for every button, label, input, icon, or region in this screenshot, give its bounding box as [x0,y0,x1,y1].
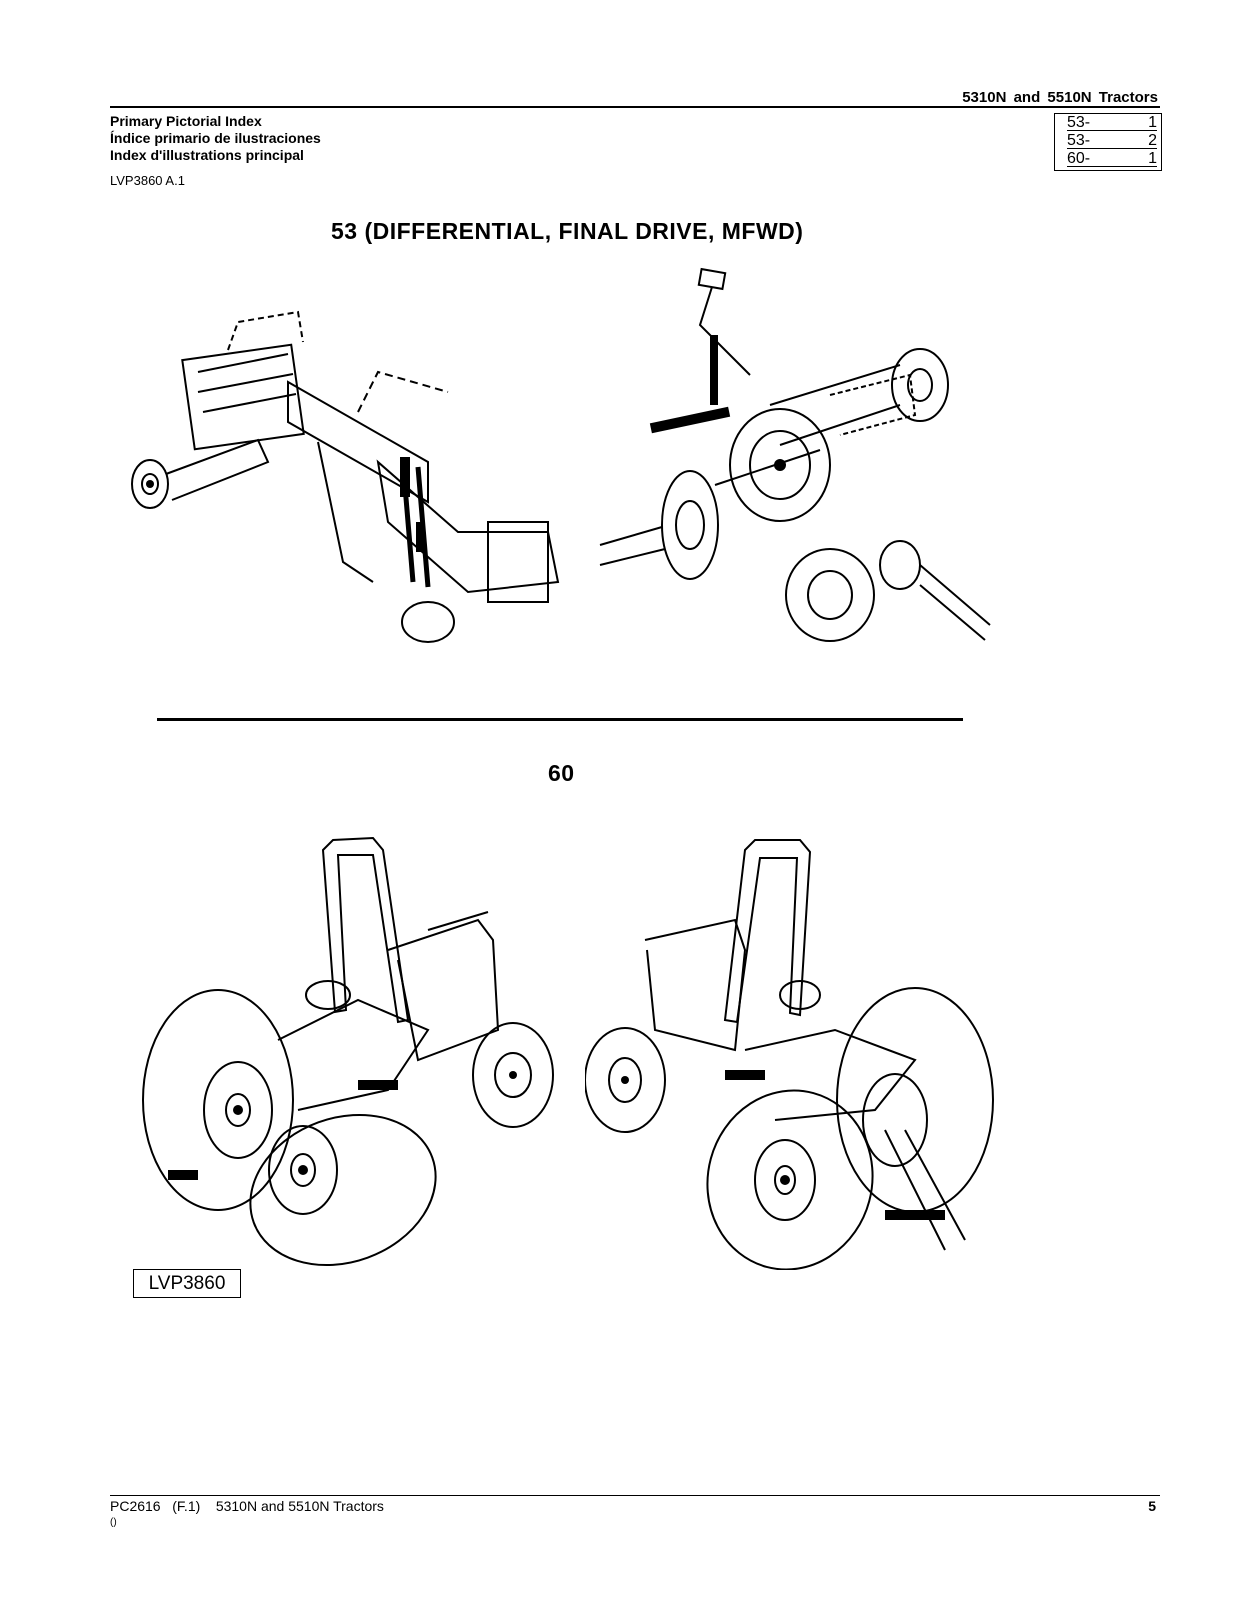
section-divider [157,718,963,721]
reference-code: LVP3860 A.1 [110,173,185,188]
page-number: 5 [1148,1498,1156,1514]
section-53-heading: 53 (DIFFERENTIAL, FINAL DRIVE, MFWD) [331,218,804,244]
section-ref-row[interactable]: 53- 2 [1055,132,1161,150]
section-ref-page: 2 [1148,132,1157,149]
document-header-title: 5310N and 5510N Tractors [962,89,1158,106]
section-ref-number: 53- [1067,132,1091,149]
section-ref-row[interactable]: 53- 1 [1055,114,1161,132]
footer-rule [110,1495,1160,1496]
index-title-spanish: Índice primario de ilustraciones [110,130,321,146]
index-title-english: Primary Pictorial Index [110,113,262,129]
tractor-rear-right-illustration[interactable] [585,830,1005,1270]
section-reference-box: 53- 1 53- 2 60- 1 [1054,113,1162,171]
tractor-rear-left-illustration[interactable] [128,830,568,1270]
section-ref-row[interactable]: 60- 1 [1055,150,1161,168]
section-ref-number: 53- [1067,114,1091,131]
drivetrain-assembly-illustration[interactable] [128,262,578,652]
final-drive-illustration[interactable] [590,265,1010,665]
illustration-label: LVP3860 [133,1269,241,1298]
index-title-french: Index d'illustrations principal [110,147,304,163]
section-ref-page: 1 [1148,150,1157,167]
section-60-heading: 60 [548,760,575,786]
footer-document-info: PC2616 (F.1) 5310N and 5510N Tractors [110,1498,384,1514]
footer-small-note: () [110,1517,117,1528]
section-ref-page: 1 [1148,114,1157,131]
index-titles: Primary Pictorial Index Índice primario … [110,113,321,164]
header-rule [110,106,1160,108]
section-ref-number: 60- [1067,150,1091,167]
